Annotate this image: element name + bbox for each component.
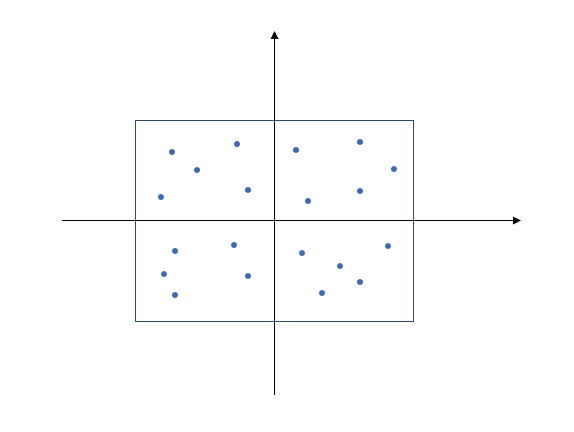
scatter-point	[234, 141, 240, 147]
scatter-point	[293, 147, 299, 153]
scatter-points	[158, 139, 397, 298]
scatter-point	[169, 149, 175, 155]
scatter-point	[194, 167, 200, 173]
scatter-point	[357, 188, 363, 194]
scatter-point	[357, 139, 363, 145]
scatter-point	[245, 273, 251, 279]
scatter-point	[172, 292, 178, 298]
scatter-point	[337, 263, 343, 269]
scatter-point	[172, 248, 178, 254]
scatter-point	[305, 198, 311, 204]
scatter-point	[357, 279, 363, 285]
scatter-point	[299, 250, 305, 256]
scatter-point	[158, 194, 164, 200]
scatter-point	[385, 243, 391, 249]
scatter-point	[319, 290, 325, 296]
scatter-point	[391, 166, 397, 172]
scatter-point	[231, 242, 237, 248]
scatter-point	[245, 187, 251, 193]
scatter-point	[161, 271, 167, 277]
